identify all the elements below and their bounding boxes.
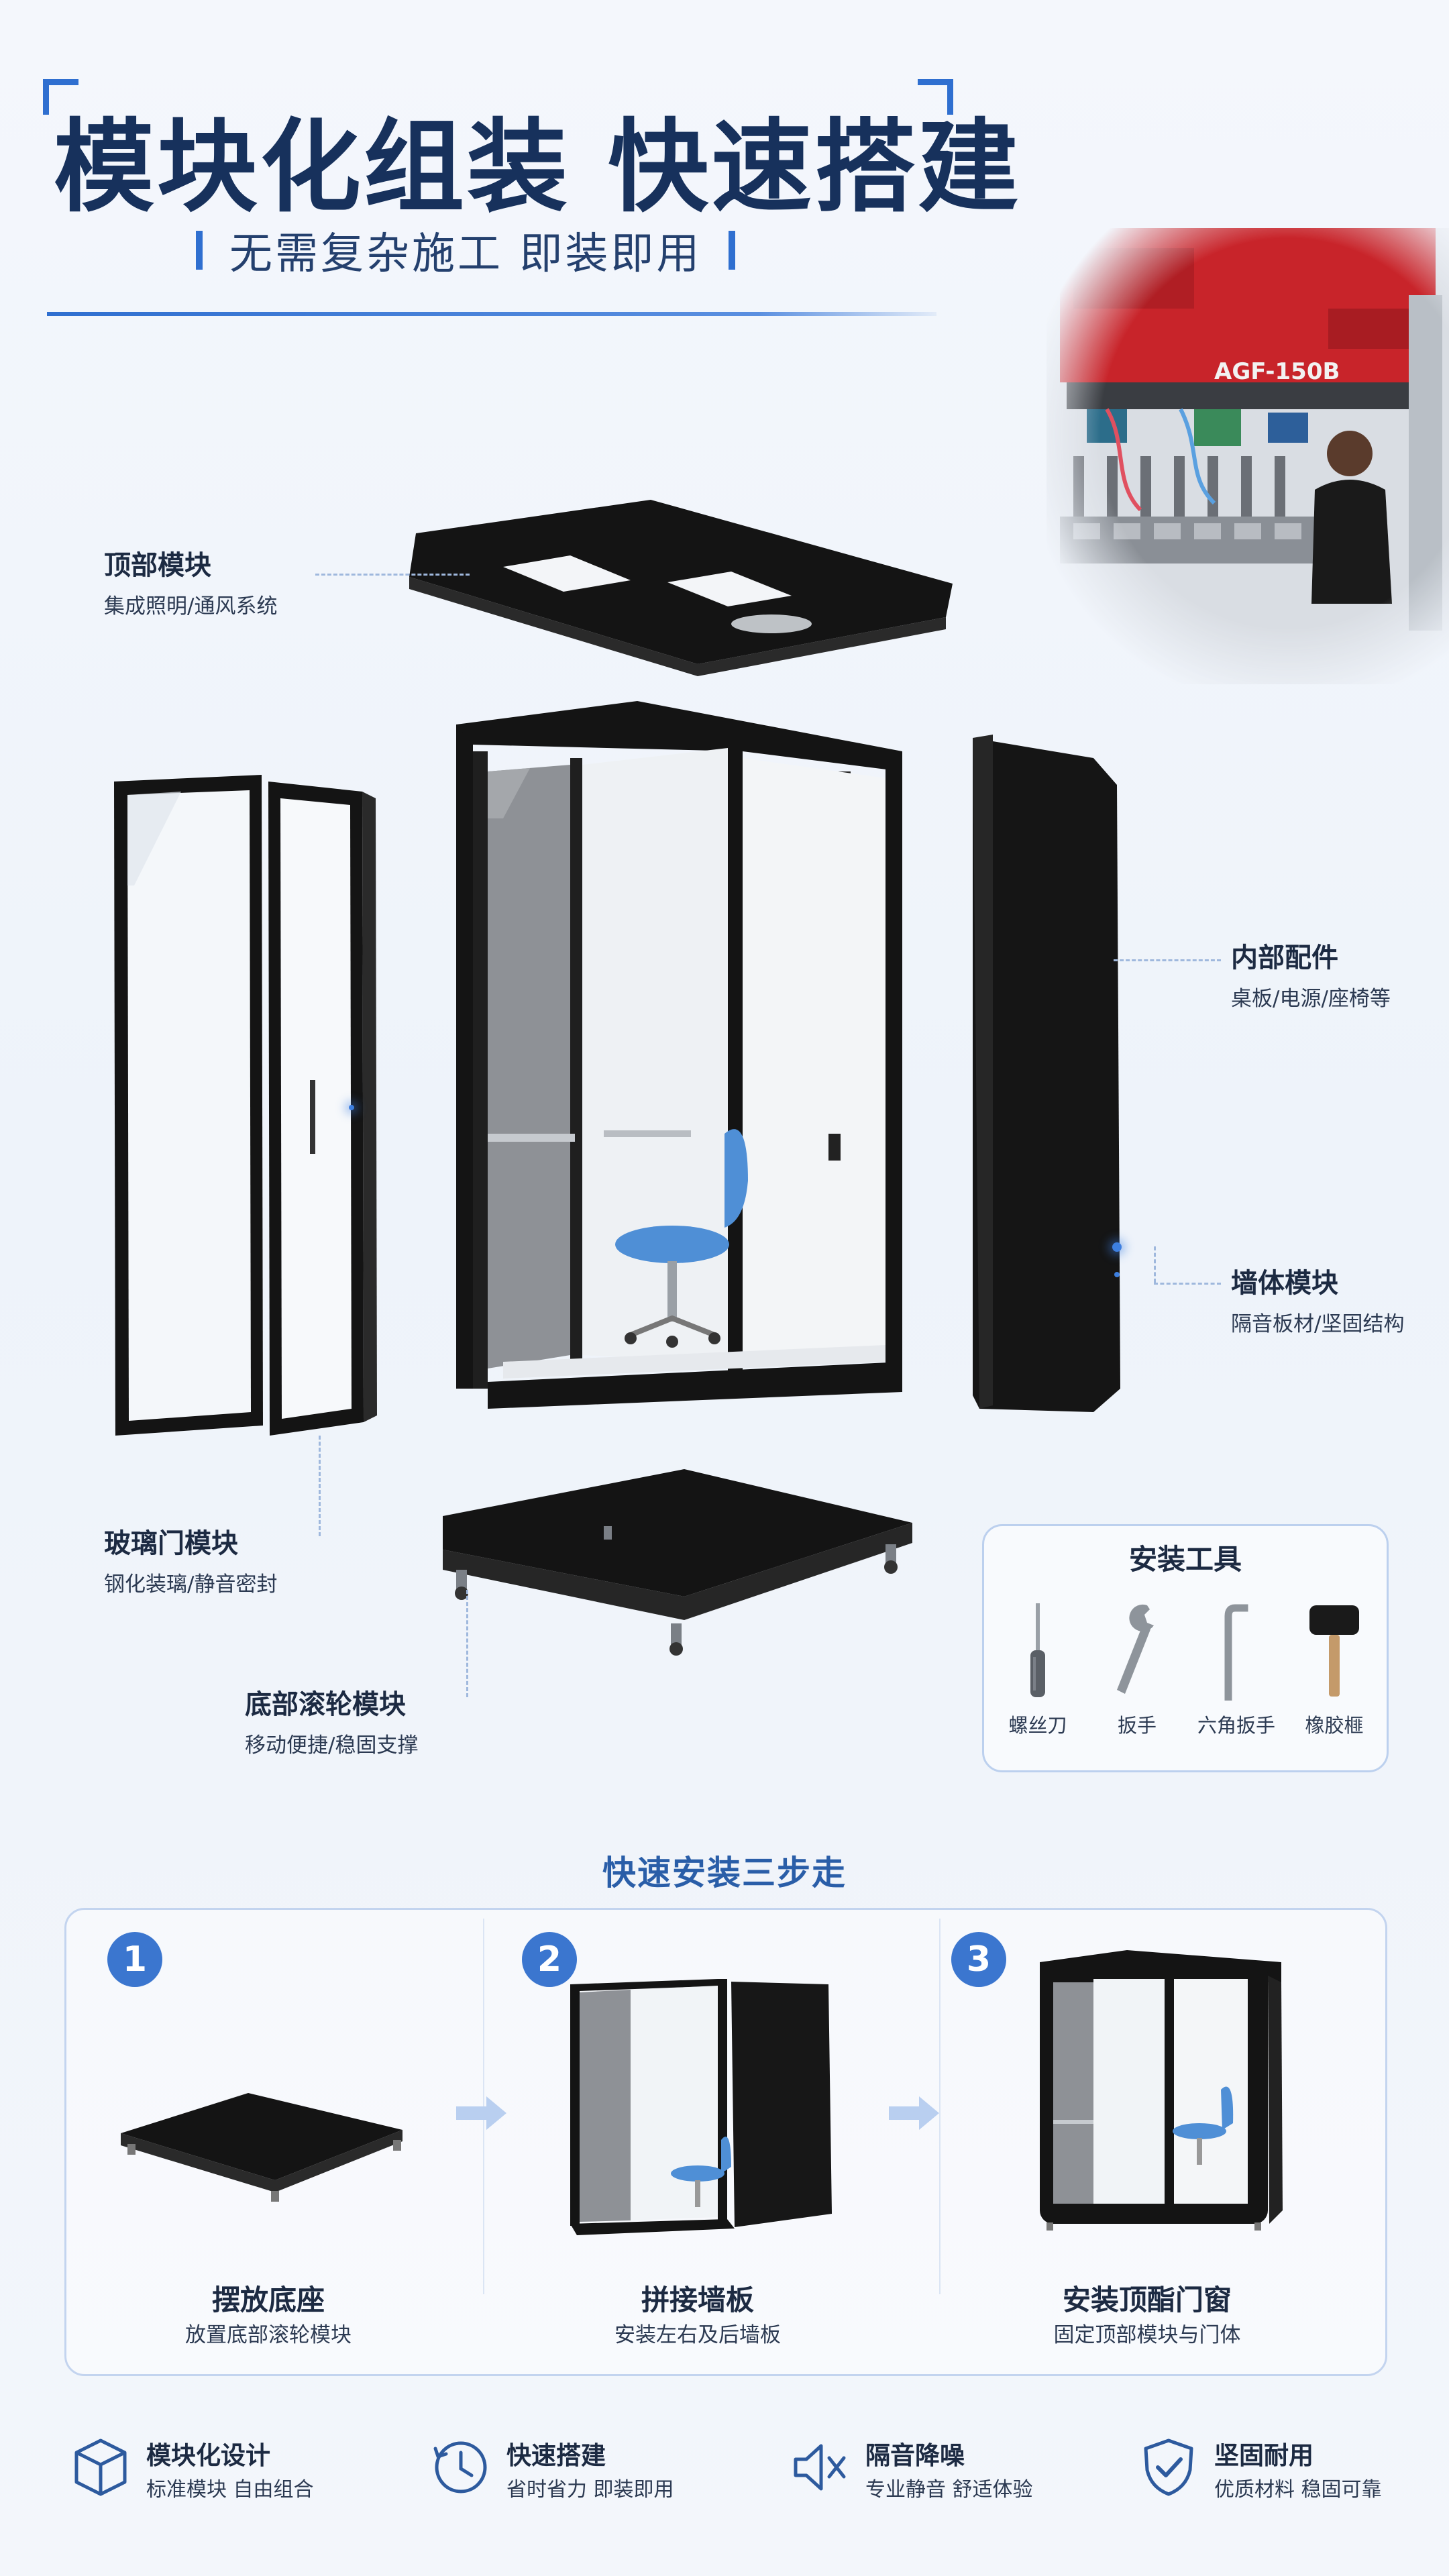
tool-label: 螺丝刀 [1008, 1714, 1067, 1737]
callout-desc: 隔音板材/坚固结构 [1231, 1312, 1405, 1336]
leader-top-module [315, 574, 470, 576]
feature-title: 隔音降噪 [865, 2441, 965, 2470]
step-1-base-image [121, 2093, 402, 2202]
title-corner-left [43, 79, 78, 115]
leader-glass-door [319, 1436, 321, 1536]
callout-title: 顶部模块 [104, 550, 211, 581]
step-2-walls-image [570, 1979, 832, 2235]
tool-wrench: 扳手 [1090, 1600, 1184, 1738]
tools-panel: 安装工具 螺丝刀 扳手 六角扳手 橡胶榧 [982, 1524, 1389, 1772]
callout-title: 墙体模块 [1231, 1268, 1338, 1299]
feature-title: 模块化设计 [146, 2441, 270, 2470]
step-title: 摆放底座 [211, 2284, 325, 2316]
callout-title: 内部配件 [1231, 943, 1338, 973]
step-arrow-1 [456, 2096, 506, 2130]
subtitle-bar-right [729, 231, 736, 270]
step-title: 安装顶酯门窗 [1062, 2284, 1232, 2316]
feature-durable: 坚固耐用 优质材料 稳固可靠 [1140, 2428, 1436, 2516]
step-number-badge: 2 [522, 1932, 577, 1987]
callout-top-module: 顶部模块 集成照明/通风系统 [104, 543, 277, 619]
page-title: 模块化组装 快速搭建 [54, 109, 1022, 226]
tool-screwdriver: 螺丝刀 [991, 1600, 1085, 1738]
step-desc: 安装左右及后墙板 [614, 2323, 781, 2347]
factory-photo: AGF-150B [1046, 228, 1449, 684]
glass-door-panel [114, 775, 377, 1436]
feature-title: 坚固耐用 [1214, 2441, 1313, 2470]
step-desc: 放置底部滚轮模块 [185, 2323, 352, 2347]
callout-interior: 内部配件 桌板/电源/座椅等 [1231, 936, 1391, 1012]
top-module-panel [409, 500, 953, 676]
clock-icon [433, 2441, 487, 2493]
booth-frame [456, 701, 902, 1409]
leader-wall [1154, 1283, 1221, 1285]
callout-wall: 墙体模块 隔音板材/坚固结构 [1231, 1261, 1404, 1337]
feature-title: 快速搭建 [506, 2441, 606, 2470]
callout-title: 玻璃门模块 [104, 1528, 238, 1559]
callout-desc: 桌板/电源/座椅等 [1231, 987, 1391, 1011]
feature-soundproof: 隔音降噪 专业静音 舒适体验 [792, 2428, 1087, 2516]
tool-label: 六角扳手 [1197, 1714, 1275, 1737]
feature-desc: 专业静音 舒适体验 [865, 2478, 1033, 2502]
subtitle-bar-left [196, 231, 203, 270]
hex-key-icon [1224, 1604, 1248, 1701]
cube-icon [74, 2438, 127, 2496]
chair [615, 1129, 748, 1348]
speaker-mute-icon [794, 2444, 846, 2491]
base-module [443, 1469, 912, 1656]
subtitle-row: 无需复杂施工 即装即用 [196, 220, 736, 280]
tool-hex-key: 六角扳手 [1189, 1600, 1283, 1738]
step-3-assembled-booth-image [1040, 1950, 1283, 2231]
step-title: 拼接墙板 [641, 2284, 754, 2316]
feature-desc: 省时省力 即装即用 [506, 2478, 674, 2502]
title-corner-right [918, 79, 953, 115]
callout-glass-door: 玻璃门模块 钢化装璃/静音密封 [104, 1521, 277, 1597]
tool-rubber-mallet: 橡胶榧 [1287, 1600, 1381, 1738]
feature-quick-build: 快速搭建 省时省力 即装即用 [433, 2428, 728, 2516]
shield-check-icon [1144, 2438, 1193, 2496]
feature-desc: 标准模块 自由组合 [146, 2478, 314, 2502]
leader-wall-vertical [1154, 1246, 1156, 1283]
machine-model-text: AGF-150B [1214, 358, 1340, 385]
step-number-badge: 3 [951, 1932, 1006, 1987]
feature-modular: 模块化设计 标准模块 自由组合 [72, 2428, 368, 2516]
step-desc: 固定顶部模块与门体 [1053, 2323, 1241, 2347]
exploded-booth-diagram [114, 500, 1120, 1656]
step-divider-2 [939, 1919, 941, 2294]
glow-dot-door [349, 1105, 354, 1110]
wrench-icon [1117, 1604, 1154, 1694]
page-subtitle: 无需复杂施工 即装即用 [229, 229, 702, 279]
screwdriver-icon [1030, 1603, 1045, 1697]
header-underline [47, 312, 936, 316]
callout-base: 底部滚轮模块 移动便捷/稳固支撑 [245, 1682, 418, 1758]
step-number-badge: 1 [107, 1932, 162, 1987]
feature-desc: 优质材料 稳固可靠 [1214, 2478, 1382, 2502]
tool-label: 橡胶榧 [1305, 1714, 1364, 1737]
callout-desc: 集成照明/通风系统 [104, 594, 278, 619]
leader-base [466, 1590, 468, 1697]
rubber-mallet-icon [1309, 1605, 1359, 1697]
glow-dot-wall [1112, 1242, 1122, 1252]
leader-interior [1114, 959, 1221, 961]
callout-desc: 移动便捷/稳固支撑 [245, 1733, 419, 1758]
step-arrow-2 [889, 2096, 939, 2130]
wall-panel [973, 735, 1120, 1412]
callout-title: 底部滚轮模块 [245, 1689, 406, 1720]
tools-title: 安装工具 [1128, 1543, 1242, 1576]
tool-label: 扳手 [1117, 1714, 1157, 1737]
steps-title: 快速安装三步走 [602, 1854, 847, 1892]
callout-desc: 钢化装璃/静音密封 [104, 1572, 278, 1597]
